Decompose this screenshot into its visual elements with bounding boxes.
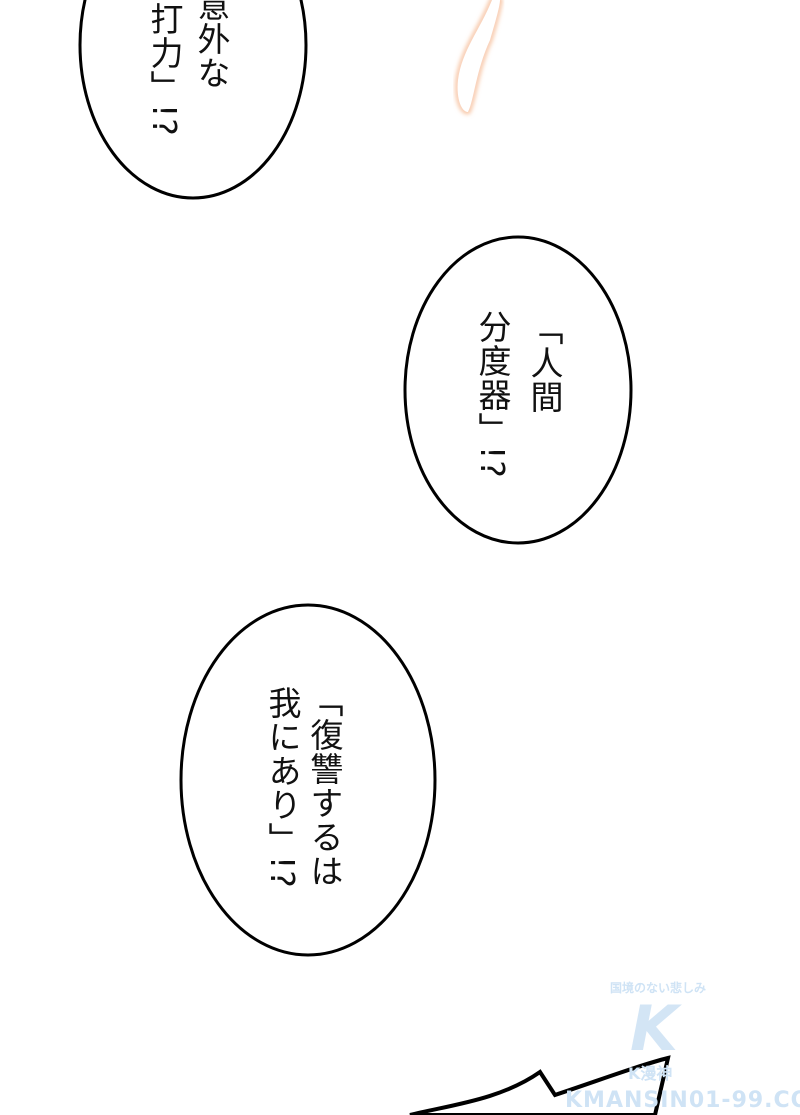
bubble-3-line-2: 我にあり」!? [263,686,302,889]
bubble-3-line-1: 「復讐するは [305,684,344,888]
spiky-burst [409,1055,671,1115]
watermark-logo-k: K [630,992,679,1065]
speech-bubble-1 [78,0,308,200]
bubble-1-line-1: 意外な [192,0,231,90]
bubble-1-line-2: 打力」!? [145,2,184,137]
bubble-2-line-2: 分度器」!? [473,310,512,479]
bubble-2-line-1: 「人間 [525,312,564,414]
speech-bubble-2 [403,235,633,545]
watermark-site: KMANSIN01-99.COM [565,1088,800,1113]
glow-stroke-fill [457,0,500,112]
watermark-tagline: 国境のない悲しみ [610,981,707,995]
speech-bubble-3 [179,603,437,957]
watermark-name: K漫神 [628,1064,673,1083]
